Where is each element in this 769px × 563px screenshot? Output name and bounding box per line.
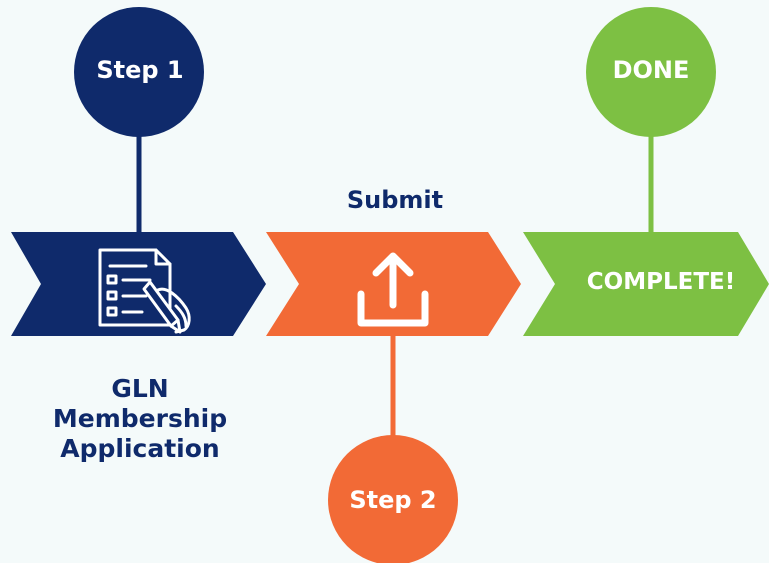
step2-circle <box>328 435 458 563</box>
step1-chevron <box>11 232 266 336</box>
step2-label: Step 2 <box>349 486 437 514</box>
submit-title: Submit <box>346 186 444 214</box>
upload-icon <box>357 252 429 327</box>
done-chevron <box>523 232 769 336</box>
caption-line-2: Membership <box>52 404 228 433</box>
complete-label: COMPLETE! <box>586 269 736 295</box>
done-label: DONE <box>612 56 690 84</box>
application-form-icon <box>98 248 191 334</box>
caption-line-1: GLN <box>111 374 169 403</box>
caption-line-3: Application <box>60 434 220 463</box>
done-circle <box>586 7 716 137</box>
step1-circle <box>74 7 204 137</box>
step1-label: Step 1 <box>96 56 184 84</box>
membership-application-caption: GLN Membership Application <box>30 374 250 464</box>
